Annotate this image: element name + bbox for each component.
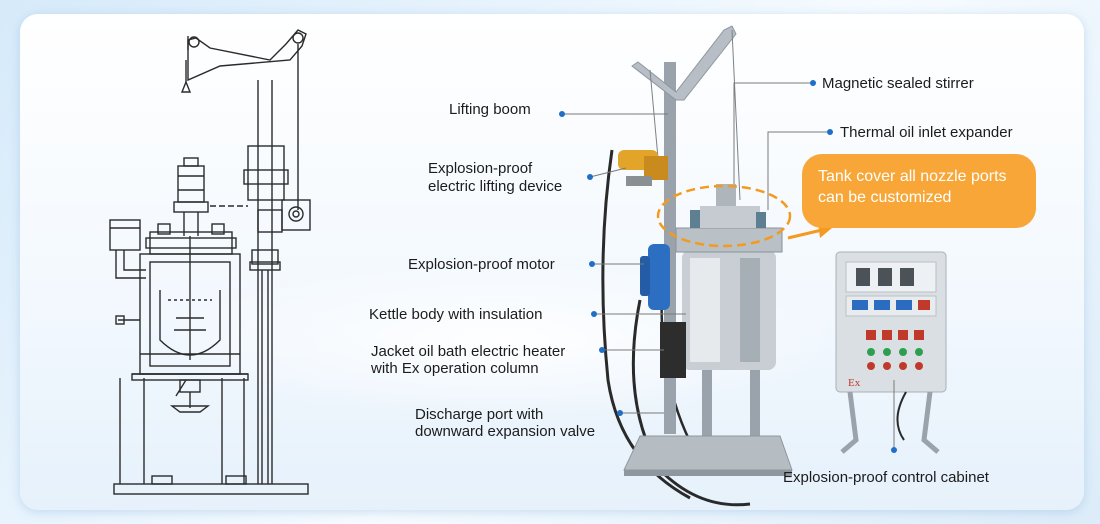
technical-drawing bbox=[109, 29, 311, 495]
label-lifting-boom: Lifting boom bbox=[449, 101, 531, 118]
label-motor: Explosion-proof motor bbox=[408, 256, 555, 273]
label-heater-line1: Jacket oil bath electric heater bbox=[371, 343, 566, 360]
label-stirrer: Magnetic sealed stirrer bbox=[822, 75, 974, 92]
leader-lines bbox=[562, 82, 895, 450]
equipment-illustration bbox=[601, 25, 793, 507]
cabinet-ex-mark: Ex bbox=[848, 377, 861, 389]
callout-arrow-line bbox=[787, 228, 823, 240]
label-discharge-line1: Discharge port with bbox=[415, 406, 544, 423]
label-thermal-oil: Thermal oil inlet expander bbox=[840, 124, 1013, 141]
label-control-cabinet: Explosion-proof control cabinet bbox=[783, 469, 989, 486]
callout-line2: can be customized bbox=[818, 189, 952, 206]
label-lifting-device-line2: electric lifting device bbox=[428, 178, 563, 195]
tank-cover-callout: Tank cover all nozzle ports can be custo… bbox=[802, 154, 1036, 228]
label-heater-line2: with Ex operation column bbox=[371, 360, 539, 377]
label-kettle-body: Kettle body with insulation bbox=[369, 306, 543, 323]
tank-cover-highlight bbox=[656, 184, 792, 248]
control-cabinet: Ex bbox=[835, 251, 947, 454]
leader-dots bbox=[559, 80, 897, 453]
label-lifting-device-line1: Explosion-proof bbox=[428, 160, 533, 177]
callout-line1: Tank cover all nozzle ports bbox=[818, 168, 1007, 185]
label-discharge-line2: downward expansion valve bbox=[415, 423, 596, 440]
